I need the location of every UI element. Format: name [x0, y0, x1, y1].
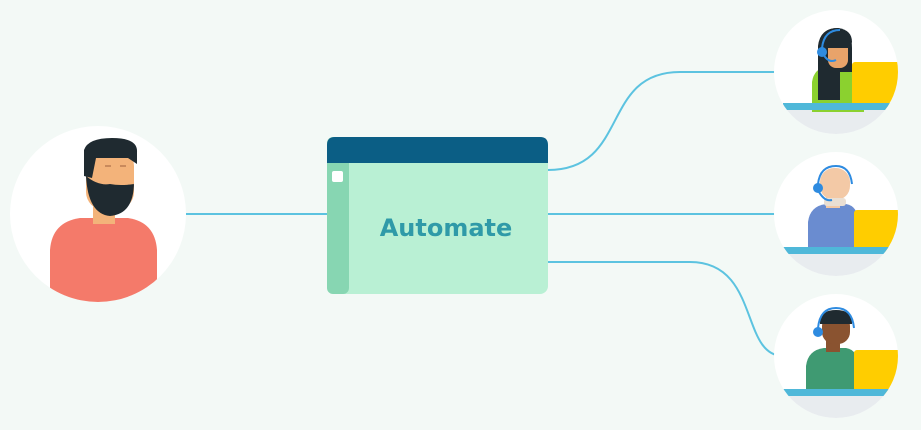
agent-woman-headset-icon: [774, 10, 898, 134]
connector-automate-to-agent-top: [547, 71, 783, 171]
bearded-man-avatar-icon: [10, 126, 186, 302]
agent-bald-man-headset-icon: [774, 152, 898, 276]
automate-label: Automate: [380, 214, 513, 242]
agent-man-headset-icon: [774, 294, 898, 418]
connector-automate-to-agent-bottom: [548, 261, 784, 357]
automate-window: Automate: [327, 137, 548, 294]
connector-lines: [186, 71, 784, 357]
window-checkbox-icon: [332, 171, 343, 182]
